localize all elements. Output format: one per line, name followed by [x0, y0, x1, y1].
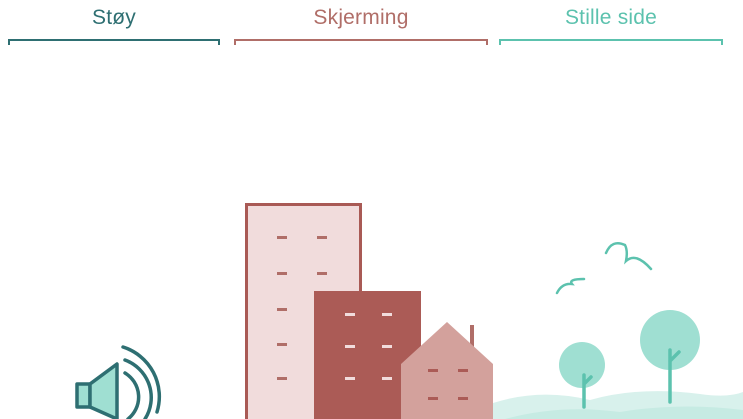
tree-icon-large: [640, 310, 700, 402]
speaker-icon: [77, 347, 159, 419]
bird-icon: [557, 243, 651, 293]
